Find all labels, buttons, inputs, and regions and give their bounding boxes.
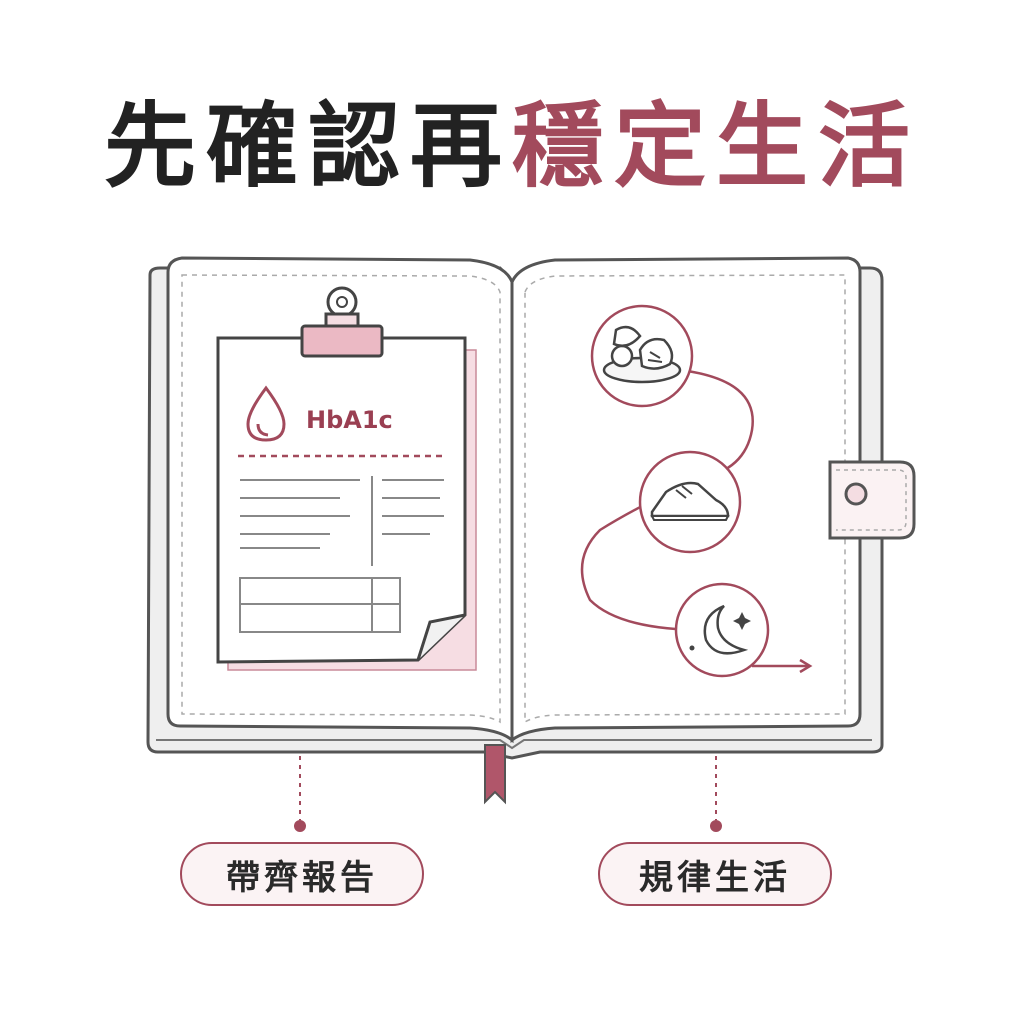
- book-clasp[interactable]: [828, 460, 916, 540]
- moon-icon: [674, 582, 770, 678]
- title-part-1: 先確認再: [103, 93, 512, 200]
- leader-lines: [294, 756, 722, 832]
- clip-icon: [300, 286, 384, 358]
- title-part-2: 穩定生活: [512, 93, 921, 200]
- bookmark-ribbon: [484, 744, 506, 805]
- label-regular-life: 規律生活: [598, 842, 832, 906]
- report-clipboard: [216, 286, 477, 671]
- arrow-icon: [752, 658, 813, 674]
- label-bring-report: 帶齊報告: [180, 842, 424, 906]
- vegetables-icon: [590, 304, 694, 408]
- page-title: 先確認再穩定生活: [0, 92, 1024, 202]
- sneaker-icon: [638, 450, 742, 554]
- hba1c-label: HbA1c: [306, 406, 393, 434]
